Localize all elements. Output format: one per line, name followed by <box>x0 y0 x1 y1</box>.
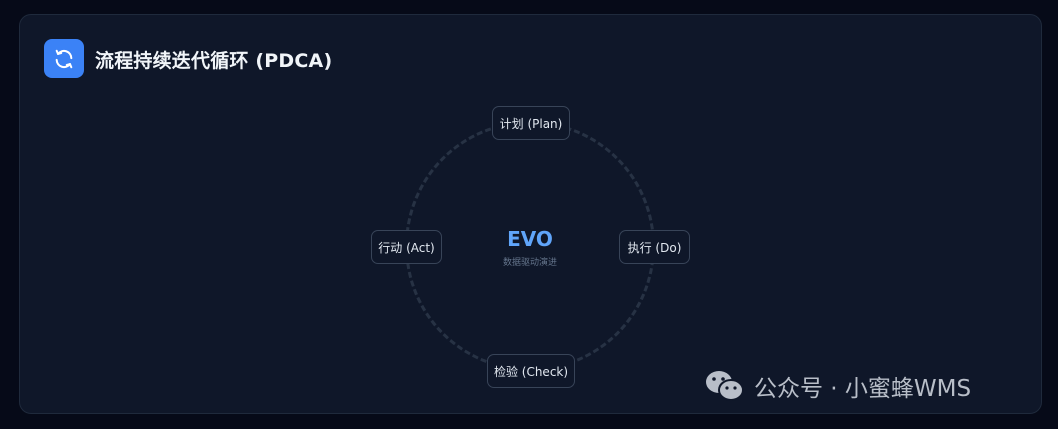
node-act: 行动 (Act) <box>371 230 442 264</box>
node-plan: 计划 (Plan) <box>492 106 570 140</box>
watermark-text: 公众号 · 小蜜蜂WMS <box>754 376 972 402</box>
node-do: 执行 (Do) <box>619 230 690 264</box>
center-title: EVO <box>507 227 553 251</box>
watermark: 公众号 · 小蜜蜂WMS <box>704 369 971 403</box>
page-title: 流程持续迭代循环 (PDCA) <box>95 50 333 72</box>
center-subtitle: 数据驱动演进 <box>502 258 557 268</box>
node-check: 检验 (Check) <box>487 354 575 388</box>
refresh-cycle-icon <box>44 39 84 78</box>
wechat-icon <box>704 369 744 403</box>
